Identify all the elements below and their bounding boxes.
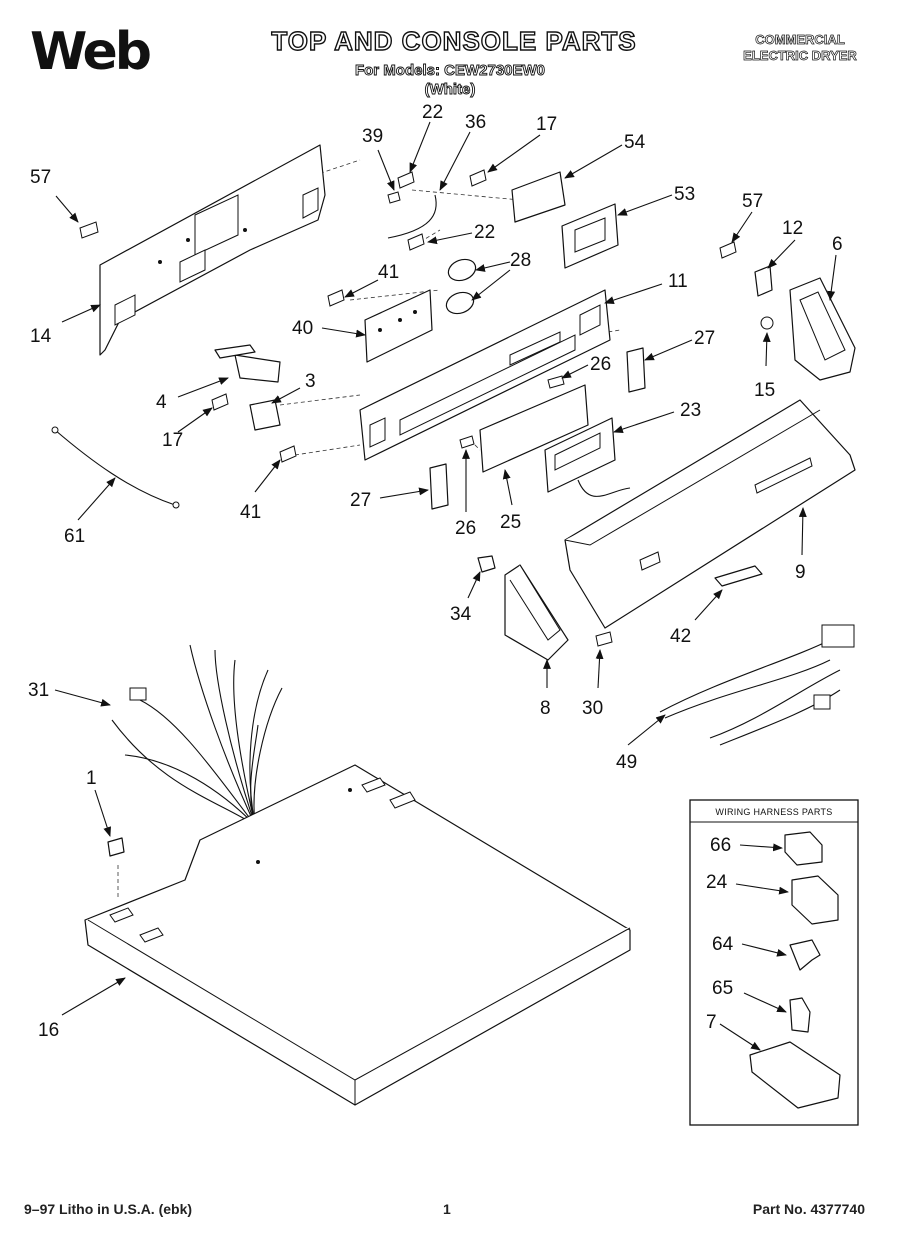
callout-39: 39 (362, 126, 383, 147)
callout-61: 61 (64, 526, 85, 547)
callout-6: 6 (832, 234, 843, 255)
product-line-1: COMMERCIAL (755, 32, 845, 48)
harness-label-66: 66 (710, 835, 731, 856)
harness-label-65: 65 (712, 978, 733, 999)
control-board-part (364, 289, 433, 363)
product-label: COMMERCIAL ELECTRIC DRYER (730, 32, 870, 63)
callout-8: 8 (540, 698, 551, 719)
callout-26-top: 26 (590, 354, 611, 375)
callout-41-top: 41 (378, 262, 399, 283)
page-title: TOP AND CONSOLE PARTS (271, 26, 637, 56)
callout-57-left: 57 (30, 167, 51, 188)
callout-14: 14 (30, 326, 52, 347)
callout-28: 28 (510, 250, 531, 271)
console-end-cap-part (789, 277, 856, 381)
callout-16: 16 (38, 1020, 59, 1041)
callout-54: 54 (624, 132, 646, 153)
callout-26-bottom: 26 (455, 518, 476, 539)
callout-53: 53 (674, 184, 695, 205)
callout-17-left: 17 (162, 430, 183, 451)
decal-42-part (714, 565, 763, 587)
harness-31-part (111, 644, 283, 826)
overlay-25-part (479, 384, 589, 473)
dryer-top-part (84, 764, 631, 1106)
models-line: For Models: CEW2730EW0 (354, 62, 546, 80)
callout-34: 34 (450, 604, 472, 625)
bracket-53-part (561, 203, 619, 269)
callout-3: 3 (305, 371, 316, 392)
small-screw-parts (211, 169, 774, 463)
screw-57-left (55, 195, 99, 239)
callout-49: 49 (616, 752, 637, 773)
screw-30-part (595, 631, 613, 647)
wiring-harness-parts-box: WIRING HARNESS PARTS 66 24 64 65 7 (689, 799, 859, 1126)
product-line-2: ELECTRIC DRYER (743, 47, 857, 63)
callout-31: 31 (28, 680, 49, 701)
end-cap-8-part (504, 564, 569, 661)
callout-57-right: 57 (742, 191, 763, 212)
callout-labels: 57 14 39 22 36 17 54 53 22 41 40 28 11 5… (28, 102, 843, 1041)
callout-12: 12 (782, 218, 803, 239)
decal-27-parts (429, 347, 646, 510)
part-number: Part No. 4377740 (752, 1201, 865, 1217)
leader-lines (54, 121, 837, 1016)
callout-22-mid: 22 (474, 222, 495, 243)
bracket-54-part (511, 171, 566, 223)
console-frame-part (359, 289, 611, 461)
callout-27-left: 27 (350, 490, 371, 511)
back-panel-part (99, 144, 326, 356)
callout-4: 4 (156, 392, 167, 413)
bracket-12-part (754, 265, 773, 297)
knob-parts (445, 258, 477, 315)
callout-23: 23 (680, 400, 701, 421)
switch-bracket-part (214, 344, 281, 431)
wire-61-part (51, 426, 180, 509)
callout-1: 1 (86, 768, 97, 789)
clip-1-part (107, 837, 125, 857)
callout-42: 42 (670, 626, 691, 647)
clip-34-part (477, 555, 496, 573)
brand-logo: Web (30, 22, 152, 82)
callout-22-top: 22 (422, 102, 443, 123)
callout-27-right: 27 (694, 328, 715, 349)
harness-label-64: 64 (712, 934, 734, 955)
callout-9: 9 (795, 562, 806, 583)
callout-17-top: 17 (536, 114, 557, 135)
litho-line: 9–97 Litho in U.S.A. (ebk) (24, 1201, 193, 1217)
callout-15: 15 (754, 380, 775, 401)
color-line: (White) (424, 80, 476, 98)
callout-41-bottom: 41 (240, 502, 261, 523)
wiring-harness-heading: WIRING HARNESS PARTS (715, 807, 832, 817)
callout-40: 40 (292, 318, 313, 339)
harness-label-24: 24 (706, 872, 728, 893)
lens-26-parts (459, 375, 565, 449)
callout-11: 11 (668, 271, 688, 292)
switch-pad-part (544, 417, 631, 497)
callout-36: 36 (465, 112, 486, 133)
model-subtitle: For Models: CEW2730EW0 (White) (330, 62, 570, 100)
callout-25: 25 (500, 512, 521, 533)
page-number: 1 (443, 1201, 451, 1217)
harness-label-7: 7 (706, 1012, 717, 1033)
callout-30: 30 (582, 698, 603, 719)
harness-49-part (659, 624, 855, 746)
console-part (564, 399, 856, 629)
